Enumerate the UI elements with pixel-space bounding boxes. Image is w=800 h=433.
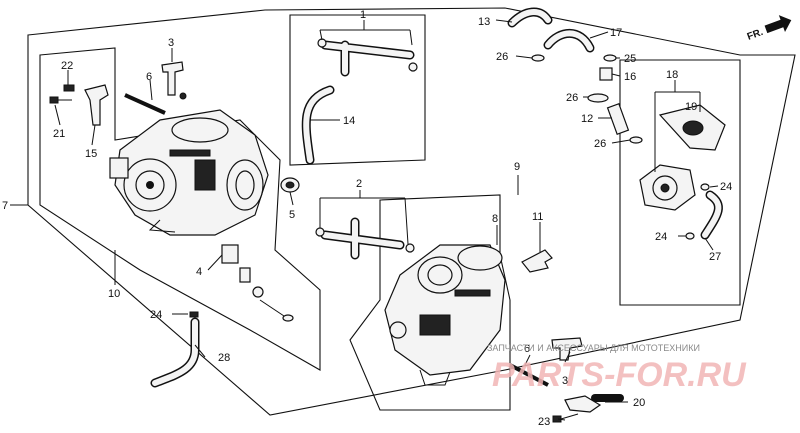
assembly-frame-outer: [27, 7, 796, 416]
group-frame-left-carb: [39, 47, 321, 371]
callout-26-a: 26: [496, 51, 508, 63]
callout-16: 16: [624, 71, 636, 83]
callout-13: 13: [478, 16, 490, 28]
group-frame-right-carb: [349, 194, 511, 411]
part-3-nipple: [161, 61, 187, 100]
part-6-screw-right: [509, 363, 549, 387]
part-24-clip-right: [700, 183, 710, 191]
part-1-joint-pipe: [317, 38, 418, 77]
callout-3-left: 3: [168, 37, 174, 49]
callout-7: 7: [2, 200, 8, 212]
callout-18: 18: [666, 69, 678, 81]
group-frame-thermostat: [619, 59, 741, 306]
callout-27: 27: [709, 251, 721, 263]
callout-17: 17: [610, 27, 622, 39]
callout-25: 25: [624, 53, 636, 65]
part-28-tube: [150, 311, 200, 388]
part-13-tube: [507, 7, 553, 28]
part-25-clip: [603, 54, 617, 62]
callout-15: 15: [85, 148, 97, 160]
callout-26-c: 26: [594, 138, 606, 150]
callout-12: 12: [581, 113, 593, 125]
part-3-nipple-right: [551, 337, 583, 361]
callout-4: 4: [196, 266, 202, 278]
part-21-screw: [49, 96, 72, 104]
callout-21: 21: [53, 128, 65, 140]
part-22-screw: [63, 75, 75, 92]
right-carburetor: [384, 244, 506, 386]
callout-19: 19: [685, 101, 697, 113]
part-2-joint-pipe: [315, 217, 415, 260]
callout-2: 2: [356, 178, 362, 190]
part-6-screw: [124, 93, 166, 115]
callout-28: 28: [218, 352, 230, 364]
callout-24-right: 24: [720, 181, 732, 193]
callout-14: 14: [343, 115, 355, 127]
callout-22: 22: [61, 60, 73, 72]
part-11-bracket: [521, 240, 553, 273]
group-frame-joint-pipe-1: [289, 14, 426, 166]
callouts: 1 2 3 3 4 5 6 6 7 8 9 10 11 12 13 14 15 …: [2, 9, 732, 428]
part-24-clip-lower: [685, 232, 695, 240]
part-26-clip-a: [531, 54, 545, 62]
callout-26-b: 26: [566, 92, 578, 104]
callout-24-lower: 24: [655, 231, 667, 243]
callout-8: 8: [492, 213, 498, 225]
part-19-cover: [658, 104, 726, 151]
callout-20: 20: [633, 397, 645, 409]
callout-6-right: 6: [524, 343, 530, 355]
callout-1: 1: [360, 9, 366, 21]
part-5-joint: [280, 177, 300, 193]
part-26-clip-b: [587, 93, 609, 103]
callout-6-left: 6: [146, 71, 152, 83]
front-arrow-icon: FR.: [746, 15, 792, 43]
part-4-screw-set: [221, 244, 294, 322]
part-26-clip-c: [629, 136, 643, 144]
part-16-fitting: [599, 67, 613, 81]
part-14-tube: [301, 85, 335, 165]
thermostat-housing: [639, 164, 696, 211]
front-arrow-label: FR.: [746, 27, 765, 43]
left-carburetor: [109, 109, 269, 236]
part-15-bracket: [84, 84, 109, 126]
leader-lines: [10, 19, 719, 421]
watermark-logo: PARTS-FOR.RU: [492, 356, 747, 394]
callout-24-left: 24: [150, 309, 162, 321]
part-27-tube: [700, 190, 723, 240]
callout-23: 23: [538, 416, 550, 428]
callout-3-right: 3: [562, 375, 568, 387]
watermark: ЗАПЧАСТИ И АКСЕССУАРЫ ДЛЯ МОТОТЕХНИКИ PA…: [487, 343, 747, 394]
part-12-tube: [606, 103, 630, 135]
part-23-screw: [552, 413, 579, 423]
callout-10: 10: [108, 288, 120, 300]
part-20-tube: [564, 394, 624, 413]
part-17-tube: [543, 28, 595, 53]
callout-9: 9: [514, 161, 520, 173]
callout-5: 5: [289, 209, 295, 221]
callout-11: 11: [532, 211, 543, 223]
watermark-caption: ЗАПЧАСТИ И АКСЕССУАРЫ ДЛЯ МОТОТЕХНИКИ: [487, 343, 700, 353]
